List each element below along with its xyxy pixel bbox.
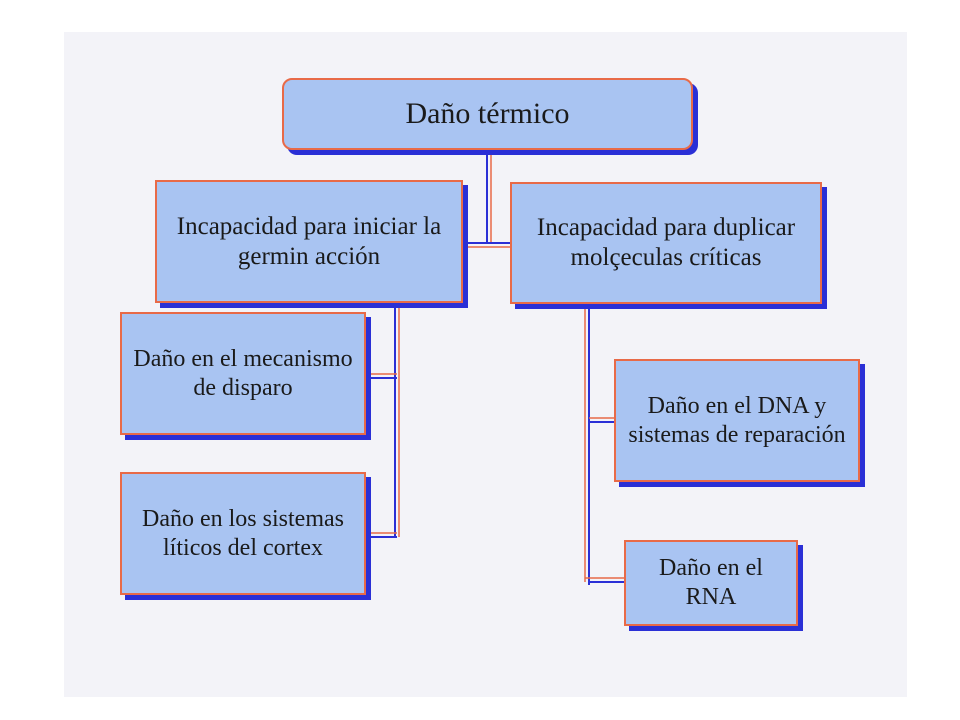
right-child-node-1: Daño en el DNA y sistemas de reparación — [614, 359, 860, 482]
left-child-2-label: Daño en los sistemas líticos del cortex — [142, 505, 344, 561]
right-branch-node: Incapacidad para duplicar molçeculas crí… — [510, 182, 822, 304]
left-child-1-label: Daño en el mecanismo de disparo — [133, 345, 353, 401]
right-child-1-label: Daño en el DNA y sistemas de reparación — [628, 392, 846, 448]
root-node: Daño térmico — [282, 78, 693, 150]
right-branch-label: Incapacidad para duplicar molçeculas crí… — [536, 214, 796, 271]
left-branch-label: Incapacidad para iniciar la germin acció… — [176, 212, 442, 270]
root-node-label: Daño térmico — [405, 97, 570, 130]
left-child-node-2: Daño en los sistemas líticos del cortex — [120, 472, 366, 595]
left-child-node-1: Daño en el mecanismo de disparo — [120, 312, 366, 435]
right-child-node-2: Daño en el RNA — [624, 540, 798, 626]
left-branch-node: Incapacidad para iniciar la germin acció… — [155, 180, 463, 303]
right-child-2-label: Daño en el RNA — [659, 555, 763, 610]
